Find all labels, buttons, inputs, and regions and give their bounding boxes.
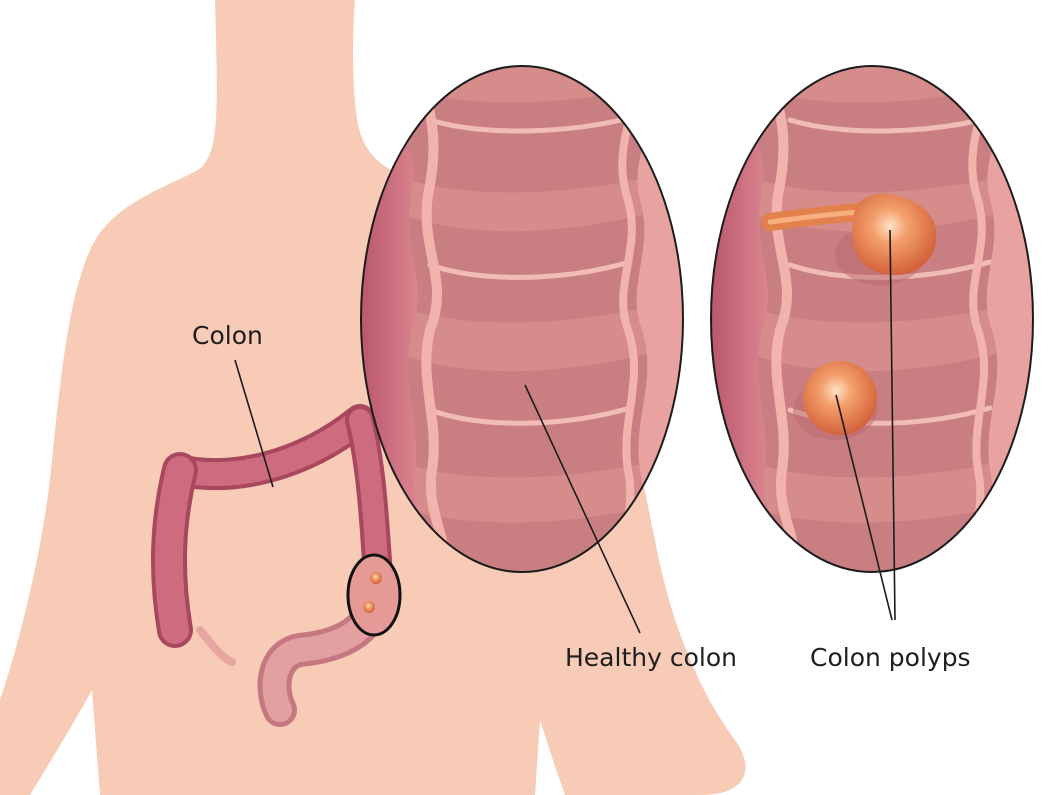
sessile-polyp: [803, 361, 877, 435]
small-polyp-2: [363, 601, 375, 613]
label-colon: Colon: [192, 323, 263, 348]
label-colon-polyps: Colon polyps: [810, 645, 971, 670]
label-healthy-colon: Healthy colon: [565, 645, 737, 670]
inset-circle: [348, 555, 400, 635]
polyp-colon-view: [710, 60, 1040, 580]
small-polyp-1: [370, 572, 382, 584]
